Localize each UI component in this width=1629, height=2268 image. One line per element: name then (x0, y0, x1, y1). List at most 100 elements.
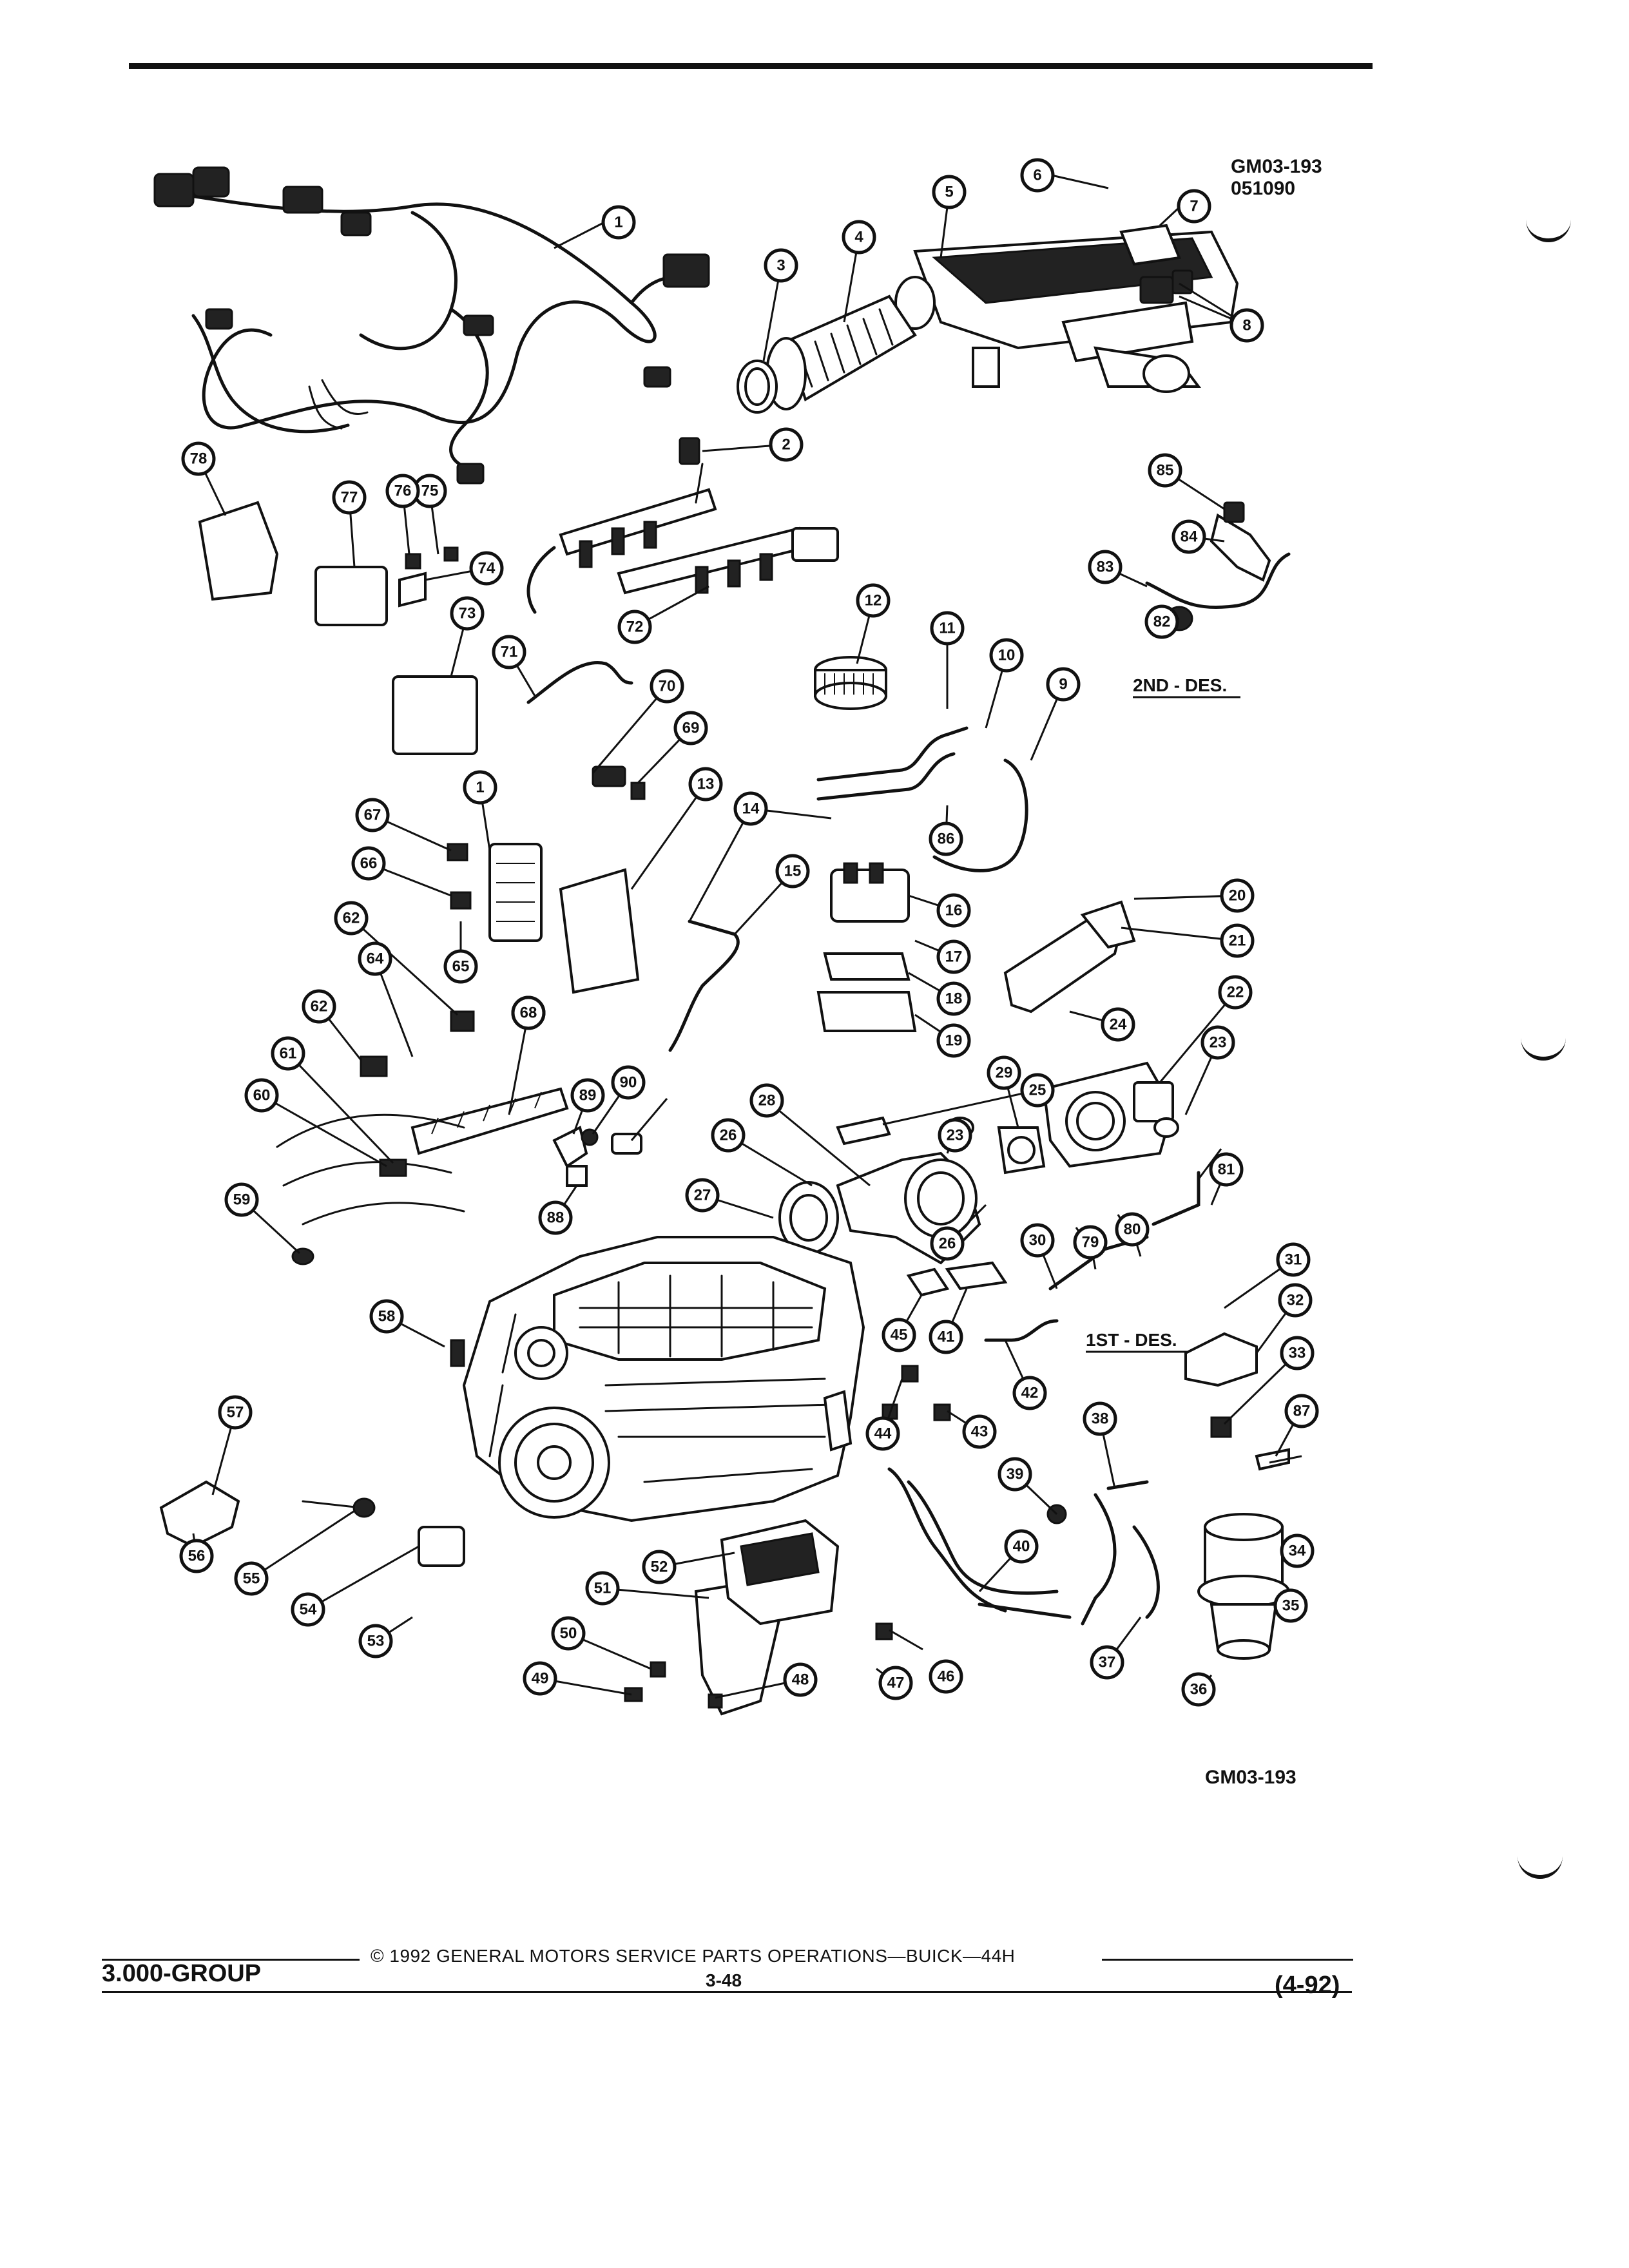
callout-number: 12 (865, 592, 882, 610)
callout-70: 70 (650, 669, 684, 704)
callout-85: 85 (1148, 453, 1182, 488)
callout-circle (1220, 878, 1255, 913)
callout-62: 62 (334, 901, 369, 936)
callout-number: 54 (300, 1601, 317, 1619)
callout-13: 13 (688, 767, 723, 802)
temperature-sensors (552, 1126, 642, 1187)
callout-number: 87 (1293, 1403, 1311, 1420)
callout-number: 44 (874, 1425, 892, 1443)
callout-25: 25 (1020, 1073, 1055, 1108)
callout-circle (936, 893, 971, 928)
callout-57: 57 (218, 1395, 253, 1430)
callout-circle (358, 941, 392, 976)
callout-number: 32 (1287, 1292, 1304, 1309)
callout-circle (443, 949, 478, 984)
callout-number: 15 (784, 863, 802, 880)
callout-number: 71 (501, 644, 518, 661)
callout-number: 30 (1029, 1232, 1046, 1249)
callout-35: 35 (1273, 1588, 1308, 1623)
callout-number: 20 (1229, 887, 1246, 905)
air-intake-duct (766, 294, 917, 410)
wiring-harness (153, 166, 710, 485)
callout-12: 12 (856, 583, 891, 618)
callout-markers: 1123456789101112131415161718192021222323… (179, 158, 1319, 1707)
callout-circle (1046, 667, 1081, 702)
callout-56: 56 (179, 1539, 214, 1573)
throttle-bracket (1003, 900, 1136, 1014)
callout-80: 80 (1115, 1212, 1150, 1247)
first-design-label: 1ST - DES. (1086, 1330, 1177, 1350)
callout-circle (1273, 1588, 1308, 1623)
callout-2: 2 (769, 427, 804, 462)
callout-41: 41 (929, 1320, 963, 1354)
callout-number: 31 (1285, 1251, 1302, 1269)
footer-group: 3.000-GROUP (102, 1960, 262, 1987)
callout-15: 15 (775, 854, 810, 889)
callout-number: 18 (945, 990, 963, 1008)
callout-number: 68 (520, 1004, 537, 1022)
second-design-label: 2ND - DES. (1133, 675, 1227, 695)
callout-number: 13 (697, 776, 715, 793)
callout-circle (1012, 1376, 1047, 1410)
callout-number: 62 (311, 998, 328, 1015)
callout-circle (1209, 1152, 1244, 1187)
callout-circle (617, 610, 652, 644)
ignition-module (447, 843, 640, 1032)
callout-circle (181, 441, 216, 476)
callout-circle (234, 1561, 269, 1596)
callout-45: 45 (882, 1318, 916, 1352)
callout-37: 37 (1090, 1645, 1124, 1680)
vacuum-tubes (816, 726, 1028, 872)
callout-circle (1148, 453, 1182, 488)
callout-1: 1 (463, 770, 497, 805)
callout-circle (1276, 1242, 1311, 1277)
callout-17: 17 (936, 939, 971, 974)
callout-31: 31 (1276, 1242, 1311, 1277)
callout-number: 26 (939, 1235, 956, 1253)
callout-number: 14 (742, 800, 760, 818)
callout-number: 28 (758, 1092, 776, 1110)
callout-number: 79 (1082, 1234, 1099, 1251)
callout-circle (1177, 189, 1211, 224)
callout-circle (271, 1036, 305, 1071)
callout-number: 42 (1021, 1385, 1039, 1402)
callout-81: 81 (1209, 1152, 1244, 1187)
callout-36: 36 (1181, 1672, 1216, 1707)
callout-circle (1280, 1533, 1315, 1568)
callout-circle (355, 798, 390, 832)
diagram-date-code: 051090 (1231, 178, 1296, 199)
callout-circle (929, 1320, 963, 1354)
callout-circle (749, 1083, 784, 1118)
callout-number: 48 (792, 1671, 809, 1689)
callout-33: 33 (1280, 1336, 1315, 1370)
callout-43: 43 (962, 1414, 997, 1449)
callout-number: 80 (1124, 1221, 1141, 1238)
callout-51: 51 (585, 1571, 620, 1606)
callout-circle (244, 1078, 279, 1113)
callout-61: 61 (271, 1036, 305, 1071)
callout-number: 22 (1227, 984, 1244, 1001)
callout-circle (611, 1065, 646, 1100)
callout-number: 78 (190, 450, 207, 468)
callout-number: 27 (694, 1187, 711, 1204)
callout-64: 64 (358, 941, 392, 976)
callout-number: 85 (1157, 462, 1174, 479)
callout-circle (1020, 1073, 1055, 1108)
callout-number: 7 (1190, 198, 1198, 215)
callout-circle (332, 480, 367, 515)
callout-circle (1090, 1645, 1124, 1680)
callout-number: 39 (1007, 1466, 1024, 1483)
callout-circle (218, 1395, 253, 1430)
callout-number: 89 (579, 1087, 597, 1104)
callout-circle (1101, 1007, 1135, 1042)
callout-86: 86 (929, 822, 963, 856)
callout-66: 66 (351, 846, 386, 881)
top-rule (129, 63, 1373, 69)
callout-73: 73 (450, 596, 485, 631)
callout-number: 65 (452, 958, 470, 975)
callout-number: 37 (1099, 1654, 1116, 1671)
callout-circle (929, 822, 963, 856)
callout-number: 52 (651, 1559, 668, 1576)
fuel-rail-injectors (526, 437, 839, 614)
callout-circle (775, 854, 810, 889)
